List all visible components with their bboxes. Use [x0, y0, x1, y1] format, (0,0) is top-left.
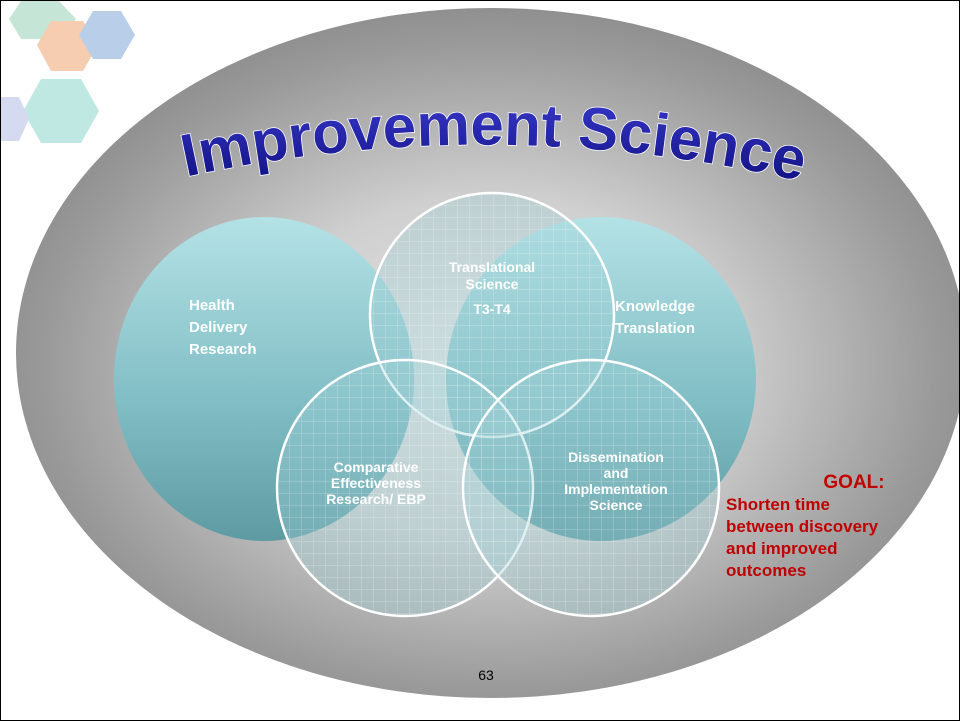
dissemination-label: Dissemination and Implementation Science: [564, 449, 668, 513]
page-number: 63: [478, 667, 494, 683]
comparative-effectiveness-label: Comparative Effectiveness Research/ EBP: [326, 459, 426, 507]
translational-science-label: Translational Science T3-T4: [448, 259, 536, 317]
health-delivery-label: Health Delivery Research: [189, 297, 257, 358]
goal-text: GOAL: Shorten time between discovery and…: [721, 472, 957, 582]
goal-body: Shorten time between discovery and impro…: [726, 495, 879, 580]
goal-heading: GOAL:: [823, 472, 885, 493]
knowledge-translation-label: Knowledge Translation: [614, 298, 696, 337]
dissemination-circle: [461, 358, 721, 618]
decorative-hexagons: [1, 1, 135, 143]
